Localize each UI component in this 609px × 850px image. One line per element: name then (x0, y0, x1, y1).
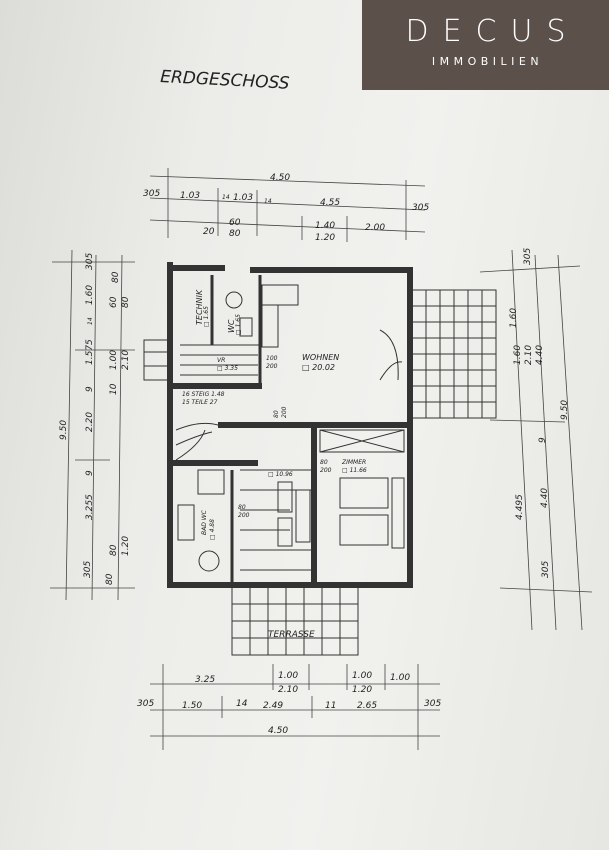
dim-label: 80 (105, 573, 115, 585)
room-technik-name: TECHNIK (195, 289, 204, 325)
dim-label: 305 (424, 699, 441, 709)
dim-label: 1.20 (315, 233, 335, 243)
dim-label: 2.10 (121, 350, 131, 370)
logo-subtitle: IMMOBILIEN (431, 55, 544, 68)
dim-label: 1.03 (233, 193, 253, 203)
dim-label: 80 (109, 544, 119, 556)
top-total-dim: 4.50 (270, 173, 290, 183)
entrance-steps (143, 339, 169, 381)
dim-label: 1.60 (513, 345, 523, 365)
logo-brand: DECUS (405, 14, 580, 49)
dim-label: 305 (137, 699, 154, 709)
door-label: 100 (266, 355, 278, 362)
dim-label: 10 (109, 383, 119, 395)
room-technik-area: □ 1.65 (203, 306, 210, 327)
room-vr-name: VR (217, 357, 225, 364)
dim-label: 2.20 (85, 412, 95, 432)
dim-label: 2.49 (263, 701, 283, 711)
dim-label: 1.20 (121, 536, 131, 556)
stairs (175, 354, 314, 571)
room-zimmer-name: ZIMMER (341, 459, 366, 466)
bottom-total-dim: 4.50 (268, 726, 288, 736)
dim-label: 1.40 (315, 221, 335, 231)
door-label: 200 (238, 512, 250, 519)
dim-label: 1.00 (278, 671, 298, 681)
dim-label: 1.575 (85, 339, 95, 365)
room-wohnen-area: □ 20.02 (302, 363, 335, 372)
door-label: 80 (273, 410, 280, 418)
dim-label: 80 (229, 229, 241, 239)
room-bad-area: □ 4.88 (209, 519, 216, 540)
dim-label: 4.40 (535, 345, 545, 365)
terrace-label: TERRASSE (268, 630, 315, 640)
left-total-dim: 9.50 (59, 420, 69, 440)
top-dimensions (149, 168, 426, 242)
dim-label: 9 (85, 386, 95, 392)
dim-label: 9 (538, 437, 548, 443)
door-label: 80 (238, 504, 246, 511)
dim-label: 4.40 (540, 488, 550, 508)
door-label: 200 (281, 406, 288, 418)
dim-label: 60 (229, 218, 241, 228)
dim-label: 1.00 (390, 673, 410, 683)
right-terrace-tiles (411, 289, 497, 419)
dim-label: 1.00 (352, 671, 372, 681)
dim-label: 2.10 (278, 685, 298, 695)
stairs-label: 15 TEILE 27 (182, 399, 218, 406)
dim-label: 1.50 (182, 701, 202, 711)
dim-label: 80 (121, 296, 131, 308)
furniture (177, 284, 405, 572)
dim-label: 3.255 (85, 494, 95, 520)
dim-label: 14 (264, 198, 272, 205)
left-dimensions (50, 249, 135, 601)
room-zimmer-area: □ 11.66 (342, 467, 367, 474)
room-wohnen-name: WOHNEN (302, 353, 339, 362)
stairs-label: 16 STEIG 1.48 (182, 391, 225, 398)
dim-label: 9.50 (560, 400, 570, 420)
room-flur-area: □ 10.96 (268, 471, 293, 478)
dim-label: 1.03 (180, 191, 200, 201)
bottom-terrace-tiles (231, 586, 359, 656)
right-dimensions (479, 249, 593, 631)
dim-label: 20 (203, 227, 215, 237)
dim-label: 1.00 (109, 350, 119, 370)
decus-logo: DECUS IMMOBILIEN (362, 0, 609, 90)
door-label: 200 (320, 467, 332, 474)
dim-label: 2.00 (365, 223, 385, 233)
dim-label: 14 (87, 317, 94, 325)
room-vr-area: □ 3.35 (217, 365, 238, 372)
dim-label: 305 (541, 561, 551, 578)
dim-label: 1.60 (509, 308, 519, 328)
walls (167, 262, 413, 588)
dim-label: 305 (412, 203, 429, 213)
room-wc-area: □ 1.65 (235, 314, 242, 335)
room-bad-name: BAD WC (201, 509, 208, 535)
dim-label: 305 (85, 253, 95, 270)
dim-label: 80 (111, 271, 121, 283)
dim-label: 305 (143, 189, 160, 199)
dim-label: 11 (325, 701, 336, 711)
dim-label: 9 (85, 470, 95, 476)
dim-label: 305 (523, 248, 533, 265)
dim-label: 14 (236, 699, 248, 709)
room-wc-name: WC (227, 319, 236, 333)
dim-label: 3.25 (195, 675, 215, 685)
dim-label: 1.60 (85, 285, 95, 305)
dim-label: 1.20 (352, 685, 372, 695)
dim-label: 4.55 (320, 198, 340, 208)
dim-label: 2.65 (357, 701, 377, 711)
dim-label: 305 (83, 561, 93, 578)
plan-title: ERDGESCHOSS (160, 67, 290, 94)
door-label: 200 (266, 363, 278, 370)
dim-label: 14 (222, 194, 230, 201)
dim-label: 4.495 (515, 494, 525, 520)
door-label: 80 (320, 459, 328, 466)
dim-label: 2.10 (524, 345, 534, 365)
dim-label: 60 (109, 296, 119, 308)
bottom-dimensions (150, 664, 440, 750)
